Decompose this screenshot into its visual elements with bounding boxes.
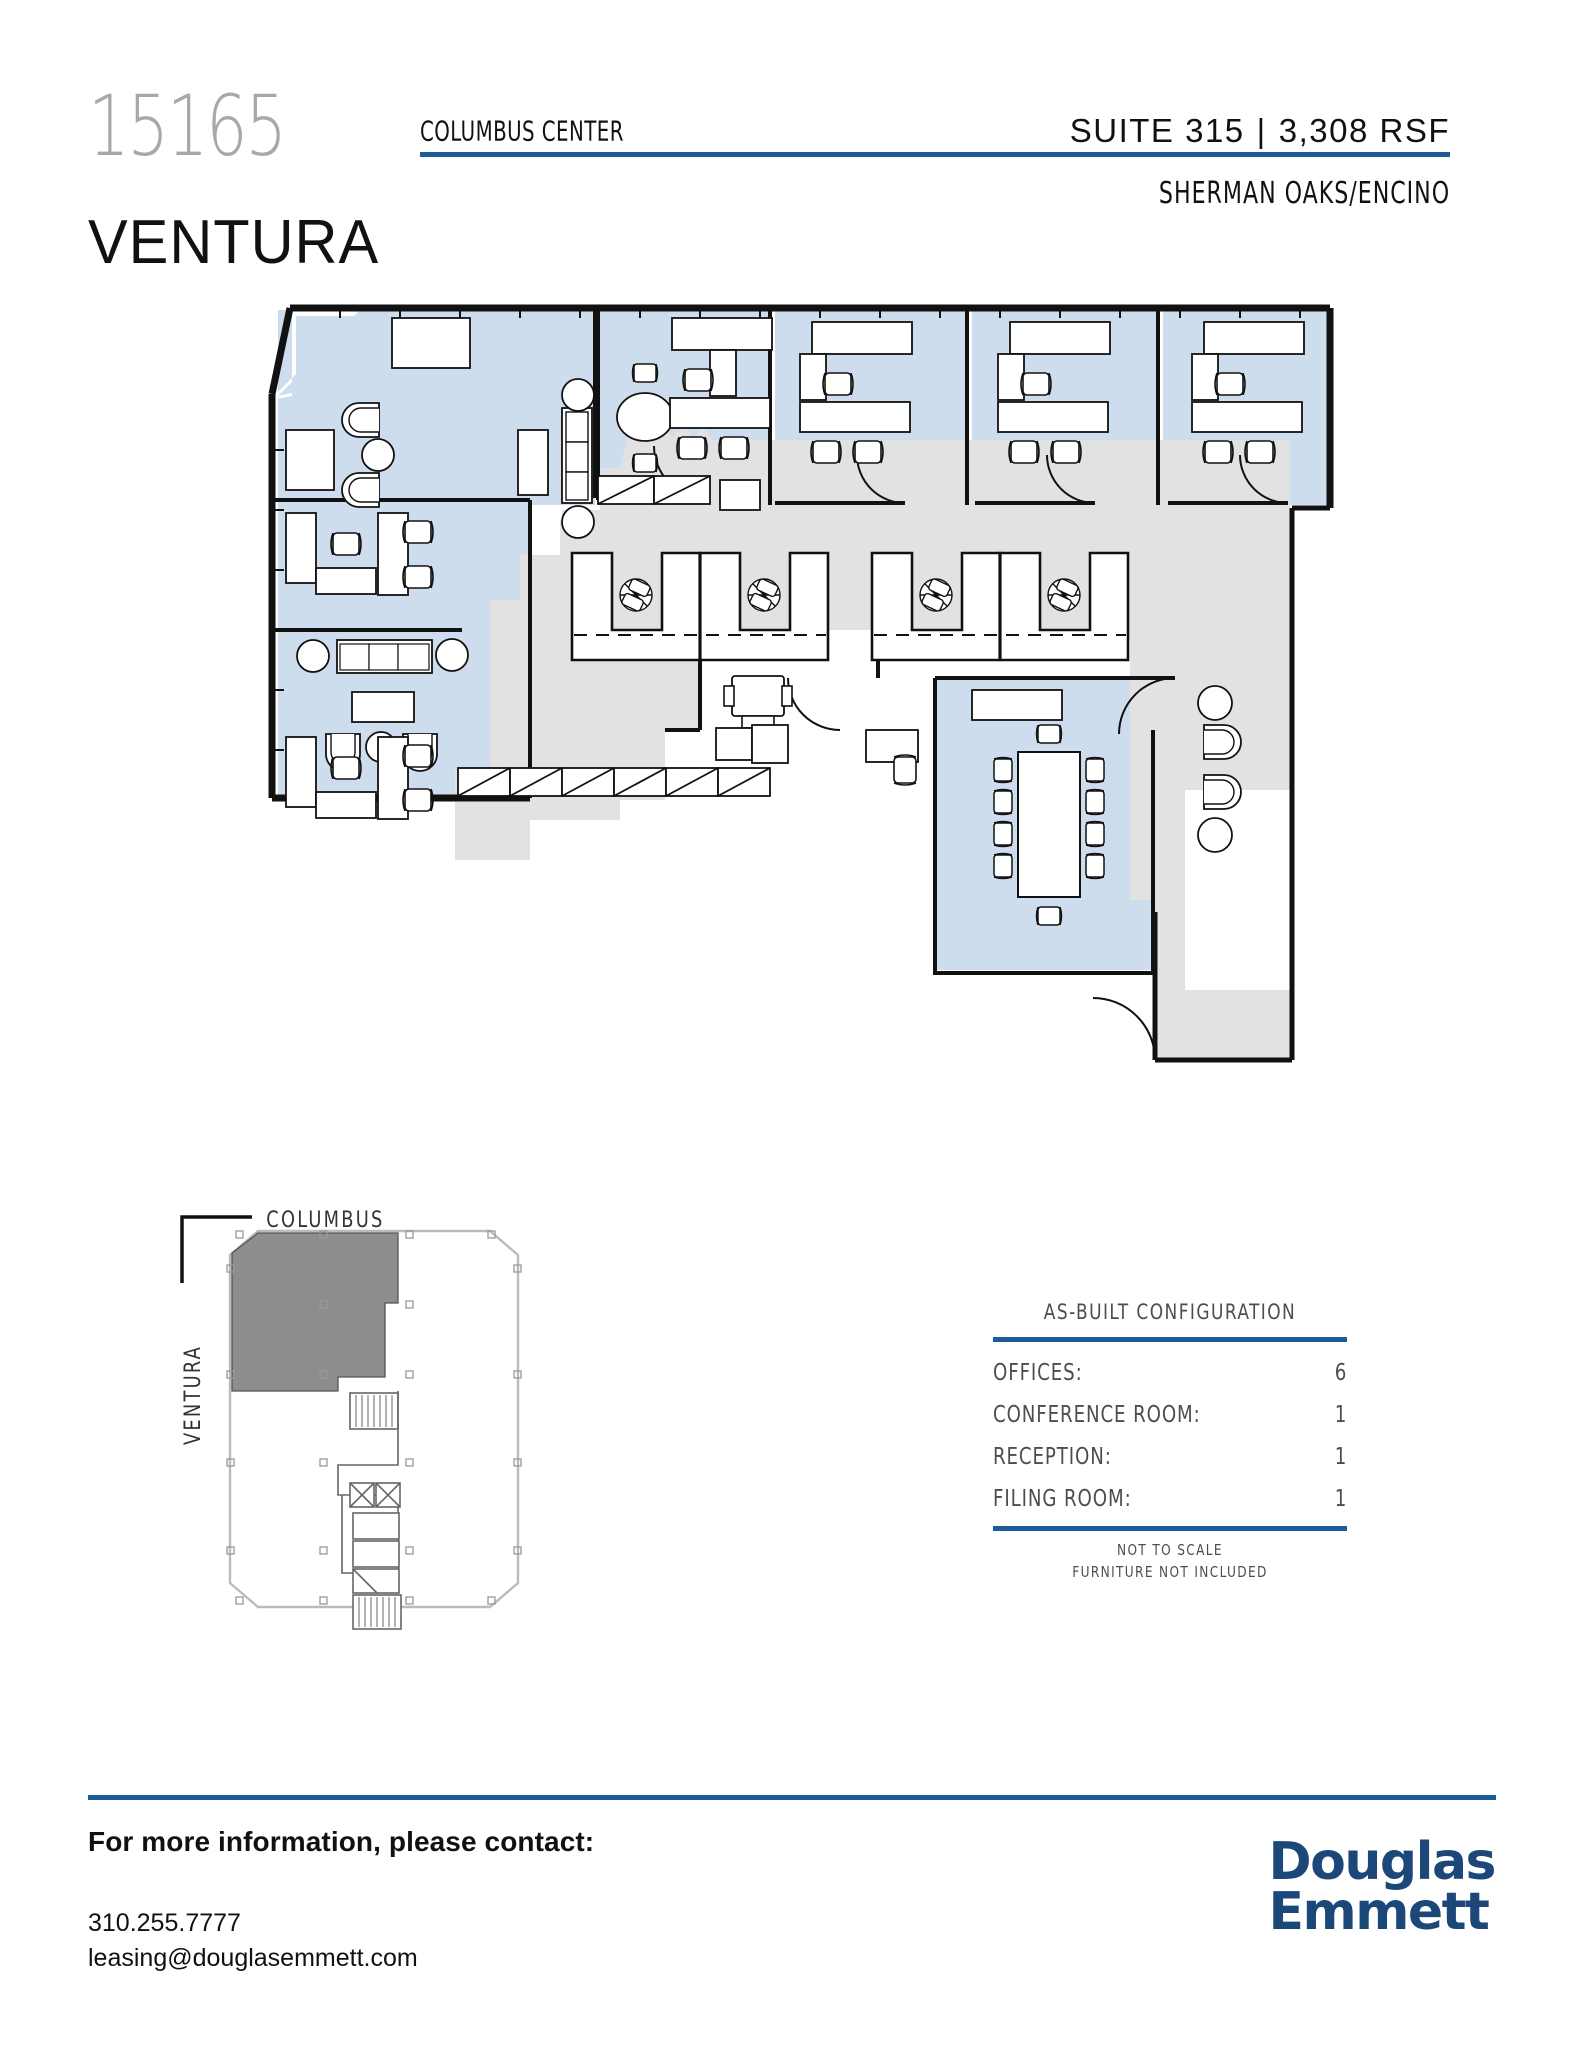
conference-room-furniture — [971, 689, 1105, 926]
config-label: OFFICES: — [993, 1360, 1083, 1386]
misc-casework — [865, 729, 919, 786]
config-value: 1 — [1334, 1444, 1347, 1470]
lobby-seating — [1197, 685, 1242, 853]
building-name: COLUMBUS CENTER — [420, 114, 624, 147]
floorplan-drawing — [0, 300, 1583, 1140]
contact-email[interactable]: leasing@douglasemmett.com — [88, 1943, 418, 1972]
config-label: FILING ROOM: — [993, 1486, 1132, 1512]
left-office-furniture — [285, 512, 469, 820]
config-note: NOT TO SCALE FURNITURE NOT INCLUDED — [1004, 1531, 1337, 1584]
document-header: 15165 VENTURA COLUMBUS CENTER SUITE 315 |… — [0, 0, 1583, 300]
config-note-line-1: NOT TO SCALE — [1117, 1541, 1223, 1559]
suite-summary: SUITE 315 | 3,308 RSF — [1070, 112, 1450, 150]
window-mullions — [272, 308, 1301, 751]
column-markers — [226, 1230, 522, 1605]
config-title: AS-BUILT CONFIGURATION — [1043, 1300, 1297, 1324]
config-value: 1 — [1334, 1402, 1347, 1428]
config-value: 6 — [1334, 1360, 1347, 1386]
contact-details: 310.255.7777 leasing@douglasemmett.com — [88, 1906, 418, 1975]
table-row: FILING ROOM: 1 — [993, 1478, 1347, 1520]
as-built-configuration-panel: AS-BUILT CONFIGURATION OFFICES: 6 CONFER… — [985, 1300, 1355, 1584]
street-callout — [180, 1215, 252, 1283]
keyplan-street-left: VENTURA — [180, 1345, 205, 1445]
building-core — [337, 1391, 402, 1630]
address-number: 15165 — [88, 77, 287, 175]
keyplan-street-top: COLUMBUS — [266, 1207, 384, 1232]
submarket-label: SHERMAN OAKS/ENCINO — [1158, 176, 1450, 211]
table-row: CONFERENCE ROOM: 1 — [993, 1394, 1347, 1436]
table-row: RECEPTION: 1 — [993, 1436, 1347, 1478]
config-rule-bottom — [993, 1526, 1347, 1531]
config-rule-top — [993, 1337, 1347, 1342]
cubicle-cluster — [570, 551, 1130, 729]
rsf-label: 3,308 RSF — [1278, 112, 1450, 149]
logo-line-1: Douglas — [1268, 1832, 1497, 1892]
interior-walls — [272, 310, 1288, 975]
contact-phone[interactable]: 310.255.7777 — [88, 1909, 241, 1937]
config-label: RECEPTION: — [993, 1444, 1112, 1470]
douglas-emmett-logo: Douglas Emmett — [1268, 1832, 1497, 1942]
suite-highlight — [231, 1232, 399, 1392]
config-note-line-2: FURNITURE NOT INCLUDED — [1072, 1562, 1268, 1581]
table-row: OFFICES: 6 — [993, 1352, 1347, 1394]
filing-units — [457, 475, 789, 797]
suite-separator: | — [1256, 112, 1267, 149]
address-street: VENTURA — [88, 208, 380, 277]
contact-prompt: For more information, please contact: — [88, 1826, 595, 1857]
config-label: CONFERENCE ROOM: — [993, 1402, 1201, 1428]
header-accent-rule — [420, 152, 1450, 157]
footer-accent-rule — [88, 1795, 1496, 1800]
reception-furniture — [285, 317, 595, 539]
config-value: 1 — [1334, 1486, 1347, 1512]
config-rows: OFFICES: 6 CONFERENCE ROOM: 1 RECEPTION:… — [985, 1342, 1355, 1526]
suite-label: SUITE 315 — [1069, 112, 1245, 149]
key-plan: COLUMBUS VENTURA — [170, 1195, 600, 1645]
office-workstations — [669, 317, 1305, 464]
logo-line-2: Emmett — [1268, 1881, 1490, 1942]
